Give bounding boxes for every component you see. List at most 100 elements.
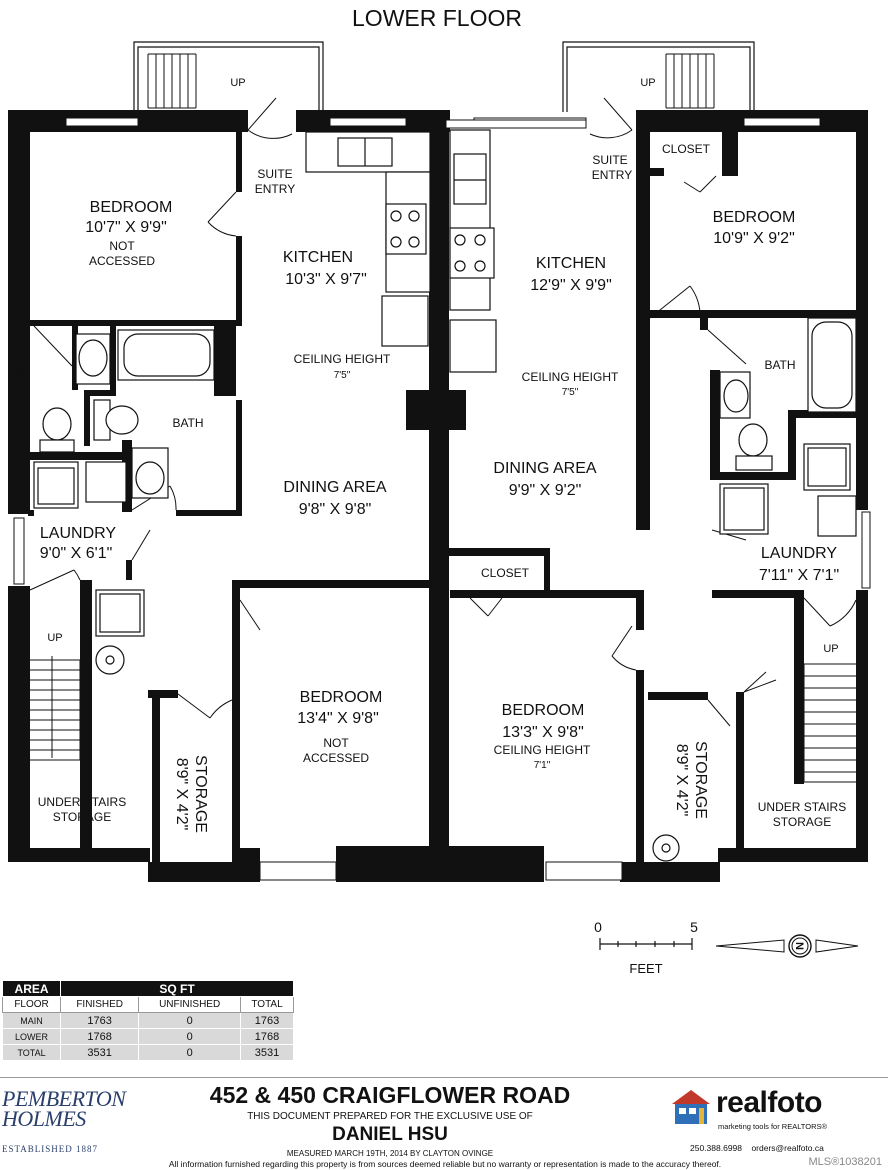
realfoto-wordmark: realfoto (716, 1086, 823, 1119)
bath-right-label: BATH (764, 358, 795, 372)
up-stairs-left-label: UP (47, 632, 62, 644)
table-cell: 1768 (60, 1028, 140, 1045)
suite-entry-left-l1: SUITE (257, 167, 292, 181)
scale-unit: FEET (629, 961, 662, 976)
bedroom-tl-dim: 10'7" X 9'9" (85, 219, 167, 236)
kitchen-left-name: KITCHEN (283, 249, 353, 266)
bedroom-bl-note1: NOT (323, 736, 349, 750)
brand-line-1: PEMBERTON (2, 1086, 126, 1111)
bedroom-tr-name: BEDROOM (713, 209, 796, 226)
realfoto-phone: 250.388.6998 (690, 1143, 742, 1153)
ceiling-right-value: 7'5" (562, 387, 579, 398)
col-unfinished: UNFINISHED (138, 996, 242, 1013)
table-cell: 1768 (240, 1028, 294, 1045)
ceiling-right-label: CEILING HEIGHT (522, 370, 619, 384)
bedroom-bl-name: BEDROOM (300, 689, 383, 706)
brand-line-3: ESTABLISHED 1887 (2, 1144, 99, 1154)
bedroom-bl-dim: 13'4" X 9'8" (297, 710, 379, 727)
sqft-header: SQ FT (60, 980, 294, 997)
laundry-left-dim: 9'0" X 6'1" (40, 545, 113, 562)
table-cell: 0 (138, 1044, 242, 1061)
measured-by-text: MEASURED MARCH 19TH, 2014 BY CLAYTON OVI… (286, 1149, 494, 1158)
table-cell: 3531 (240, 1044, 294, 1061)
pemberton-holmes-logo: PEMBERTON HOLMES ESTABLISHED 1887 (2, 1086, 134, 1155)
dining-right-dim: 9'9" X 9'2" (509, 482, 582, 499)
col-total: TOTAL (240, 996, 294, 1013)
dining-left-dim: 9'8" X 9'8" (299, 501, 372, 518)
bedroom-tr-dim: 10'9" X 9'2" (713, 230, 795, 247)
table-cell: MAIN (1, 1012, 62, 1029)
laundry-left-name: LAUNDRY (40, 525, 117, 542)
closet-top-right-label: CLOSET (662, 142, 711, 156)
dining-right-name: DINING AREA (493, 460, 596, 477)
up-stairs-right-label: UP (823, 643, 838, 655)
plan-title: LOWER FLOOR (352, 5, 522, 31)
north-arrow-icon (715, 934, 859, 958)
col-finished: FINISHED (60, 996, 140, 1013)
fixtures (33, 129, 857, 862)
ensuite-label: ENSUITE (13, 350, 25, 398)
brand-line-2: HOLMES (2, 1106, 86, 1131)
property-address: 452 & 450 CRAIGFLOWER ROAD (209, 1082, 571, 1108)
bedroom-br-dim: 13'3" X 9'8" (502, 724, 584, 741)
compass-letter: N (793, 942, 805, 950)
house-icon (672, 1090, 710, 1124)
bedroom-br-ceiling-label: CEILING HEIGHT (494, 743, 591, 757)
table-cell: TOTAL (1, 1044, 62, 1061)
under-stairs-left-l1: UNDER STAIRS (38, 795, 126, 809)
bath-left-label: BATH (172, 416, 203, 430)
stairs-left (21, 656, 81, 761)
realfoto-contact: 250.388.6998 orders@realfoto.ca (690, 1143, 880, 1153)
table-cell: LOWER (1, 1028, 62, 1045)
storage-left-dim: 8'9" X 4'2" (173, 758, 190, 831)
bedroom-br-name: BEDROOM (502, 702, 585, 719)
table-cell: 3531 (60, 1044, 140, 1061)
mls-number: MLS®1038201 (808, 1156, 882, 1168)
col-floor: FLOOR (1, 996, 62, 1013)
bedroom-bl-note2: ACCESSED (303, 751, 369, 765)
dining-left-name: DINING AREA (283, 479, 386, 496)
up-top-left-label: UP (230, 77, 245, 89)
scale-zero: 0 (594, 919, 602, 935)
walls (8, 110, 868, 882)
suite-entry-right-l1: SUITE (592, 153, 627, 167)
table-row: LOWER 1768 0 1768 (1, 1028, 294, 1045)
bedroom-br-ceiling-value: 7'1" (534, 760, 551, 771)
bedroom-tl-name: BEDROOM (90, 199, 173, 216)
realfoto-tagline: marketing tools for REALTORS® (718, 1122, 828, 1131)
disclaimer-text: All information furnished regarding this… (168, 1159, 722, 1169)
suite-entry-right-l2: ENTRY (592, 168, 632, 182)
footer-divider (0, 1077, 888, 1078)
client-name: DANIEL HSU (332, 1124, 448, 1145)
realfoto-email[interactable]: orders@realfoto.ca (751, 1143, 824, 1153)
table-cell: 1763 (60, 1012, 140, 1029)
kitchen-right-name: KITCHEN (536, 255, 606, 272)
laundry-right-name: LAUNDRY (761, 545, 838, 562)
table-cell: 1763 (240, 1012, 294, 1029)
table-cell: 0 (138, 1028, 242, 1045)
bedroom-tl-note1: NOT (109, 239, 135, 253)
realfoto-logo: realfoto marketing tools for REALTORS® (670, 1086, 870, 1136)
storage-left-name: STORAGE (192, 755, 209, 833)
closet-mid-label: CLOSET (481, 566, 530, 580)
stairs-right (803, 663, 859, 783)
storage-right-name: STORAGE (692, 741, 709, 819)
kitchen-right-dim: 12'9" X 9'9" (530, 277, 612, 294)
scale-five: 5 (690, 919, 698, 935)
top-stairs-right (562, 41, 755, 112)
under-stairs-right-l2: STORAGE (773, 815, 831, 829)
under-stairs-right-l1: UNDER STAIRS (758, 800, 846, 814)
storage-right-dim: 8'9" X 4'2" (673, 744, 690, 817)
area-table: AREA SQ FT FLOOR FINISHED UNFINISHED TOT… (1, 980, 294, 1061)
table-cell: 0 (138, 1012, 242, 1029)
bedroom-tl-note2: ACCESSED (89, 254, 155, 268)
table-row: TOTAL 3531 0 3531 (1, 1044, 294, 1061)
scale-bar (599, 938, 693, 950)
top-stairs-left (133, 41, 324, 112)
up-top-right-label: UP (640, 77, 655, 89)
ceiling-left-value: 7'5" (334, 370, 351, 381)
door-swings (29, 97, 857, 727)
windows (13, 117, 871, 881)
prepared-for-text: THIS DOCUMENT PREPARED FOR THE EXCLUSIVE… (247, 1111, 533, 1122)
